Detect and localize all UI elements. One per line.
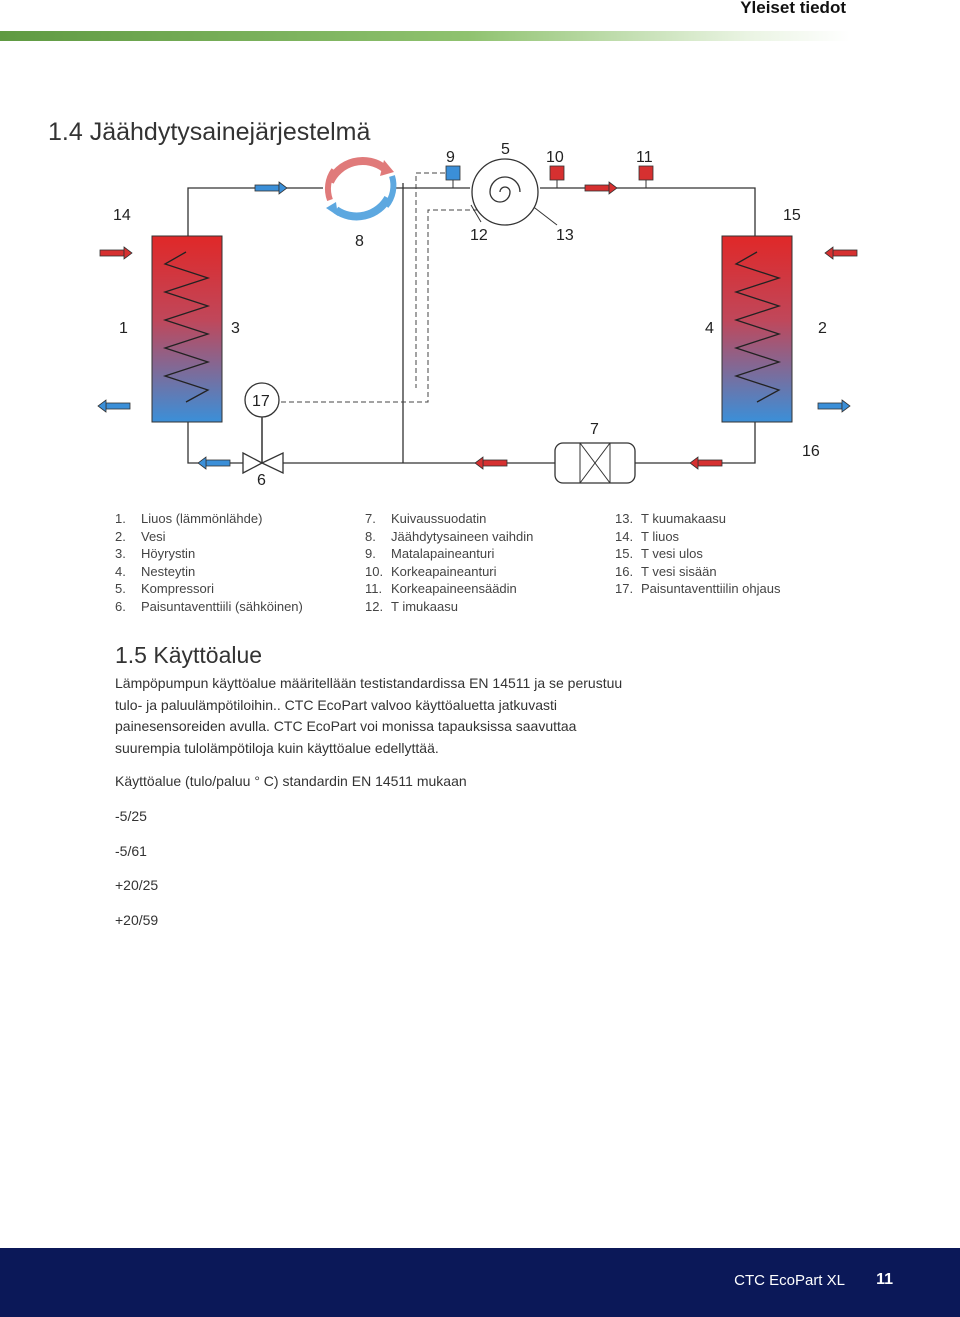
legend-column-1: 1.Liuos (lämmönlähde) 2.Vesi 3.Höyrystin… (115, 510, 303, 616)
legend-item: 8.Jäähdytysaineen vaihdin (365, 528, 534, 544)
legend-item: 13.T kuumakaasu (615, 511, 727, 526)
legend-item: 15.T vesi ulos (615, 546, 703, 562)
legend-item: 6.Paisuntaventtiili (sähköinen) (115, 598, 303, 614)
legend-item: 4.Nesteytin (115, 563, 196, 579)
header-bar (0, 31, 850, 41)
legend-item: 14.T liuos (615, 528, 680, 544)
diagram-number-4: 4 (705, 320, 714, 337)
legend-item: 10.Korkeapaineanturi (365, 563, 497, 579)
diagram-number-17: 17 (252, 393, 270, 410)
page-number: 11 (876, 1271, 893, 1288)
range-value: -5/61 (115, 843, 147, 859)
evaporator-tank (151, 235, 223, 423)
legend-column-2: 7.Kuivaussuodatin 8.Jäähdytysaineen vaih… (365, 510, 533, 616)
legend-item: 9.Matalapaineanturi (365, 546, 495, 562)
section-title-refrigerant-system: 1.4 Jäähdytysainejärjestelmä (48, 118, 371, 146)
legend-column-3: 13.T kuumakaasu 14.T liuos 15.T vesi ulo… (615, 510, 780, 598)
diagram-number-2: 2 (818, 320, 827, 337)
evaporator-coil (162, 251, 211, 403)
compressor (471, 158, 539, 226)
footer-product-name: CTC EcoPart XL (734, 1272, 845, 1289)
reversing-valve (325, 157, 397, 221)
condenser-tank (721, 235, 793, 423)
legend-item: 11.Korkeapaineensäädin (365, 581, 517, 597)
diagram-number-16: 16 (802, 443, 820, 460)
legend-item: 5.Kompressori (115, 581, 214, 597)
diagram-number-10: 10 (546, 149, 564, 166)
diagram-number-6: 6 (257, 472, 266, 489)
legend-item: 1.Liuos (lämmönlähde) (115, 511, 263, 526)
diagram-number-3: 3 (231, 320, 240, 337)
diagram-number-14: 14 (113, 207, 131, 224)
section-title-operating-range: 1.5 Käyttöalue (115, 642, 263, 668)
legend-item: 3.Höyrystin (115, 546, 196, 562)
diagram-number-12: 12 (470, 227, 488, 244)
low-pressure-sensor (445, 165, 461, 181)
diagram-number-15: 15 (783, 207, 801, 224)
expansion-valve-control (244, 382, 280, 418)
legend-item: 2.Vesi (115, 528, 166, 544)
header-title: Yleiset tiedot (740, 0, 846, 17)
high-pressure-sensor (549, 165, 565, 181)
footer-bar (0, 1248, 960, 1317)
high-pressure-switch (638, 165, 654, 181)
range-value: -5/25 (115, 808, 147, 824)
diagram-number-1: 1 (119, 320, 128, 337)
diagram-number-9: 9 (446, 149, 455, 166)
legend-item: 16.T vesi sisään (615, 563, 717, 579)
legend-item: 12.T imukaasu (365, 598, 458, 614)
operating-range-paragraph: Lämpöpumpun käyttöalue määritellään test… (115, 675, 623, 756)
diagram-number-5: 5 (501, 141, 510, 158)
legend-item: 7.Kuivaussuodatin (365, 511, 487, 526)
range-value: +20/59 (115, 912, 159, 928)
diagram-number-11: 11 (636, 149, 653, 166)
diagram-number-7: 7 (590, 421, 599, 438)
diagram-number-13: 13 (556, 227, 574, 244)
range-value: +20/25 (115, 877, 159, 893)
diagram-number-8: 8 (355, 233, 364, 250)
legend-item: 17.Paisuntaventtiilin ohjaus (615, 581, 781, 597)
condenser-coil (733, 251, 782, 403)
refrigerant-diagram: 14 15 1 3 4 2 5 9 10 11 8 12 13 17 6 7 1… (97, 141, 858, 489)
operating-range-title: Käyttöalue (tulo/paluu ° C) standardin E… (115, 773, 467, 789)
